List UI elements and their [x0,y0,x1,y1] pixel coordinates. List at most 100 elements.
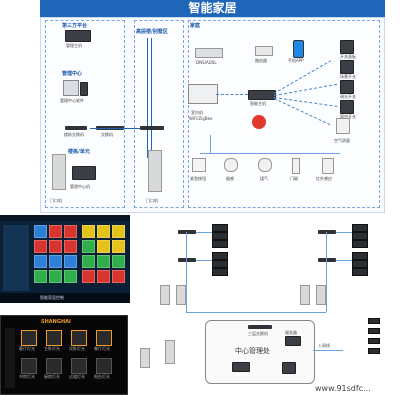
phone-sidebar [5,328,15,388]
tile-5[interactable] [97,225,110,238]
legend-icon-3 [368,338,380,344]
indoor-monitor-device [188,84,218,104]
door-station-device [52,154,66,190]
tile-15[interactable] [64,255,77,268]
legend-icon-4 [368,348,380,354]
net-switch-2 [178,258,196,262]
infrared-sensor-device [322,158,334,174]
center-pc [282,362,296,374]
tile-2[interactable] [49,225,62,238]
panel-label-1: 开关面板 [340,54,356,59]
tile-19[interactable] [34,270,47,283]
air-sensor-device [336,118,350,134]
net-switch-1 [178,230,196,234]
tile-16[interactable] [82,255,95,268]
legend-icon-2 [368,328,380,334]
tile-4[interactable] [82,225,95,238]
light-btn-4[interactable] [96,330,112,346]
light-btn-1[interactable] [21,330,37,346]
net-link-2 [196,260,224,261]
center-core-switch [248,325,272,329]
access-switch-label: 楼栋交换机 [64,132,84,137]
tile-17[interactable] [97,255,110,268]
net-vert-line-1 [186,232,187,312]
rack-2d [352,252,368,260]
tile-10[interactable] [82,240,95,253]
center-core-switch-label: 三层交换机 [248,331,268,336]
brand-label: SHANGHAI [41,319,71,325]
router-label: 路由器 [255,58,267,63]
tile-18[interactable] [112,255,125,268]
tile-13[interactable] [34,255,47,268]
diagram-title: 智能家居 [40,0,385,17]
management-software-label: 管理中心软件 [60,98,84,103]
tablet-status-bar [0,215,130,221]
mobile-app-label: 手机APP [288,58,304,63]
net-switch-4 [318,258,336,262]
core-switch-label: 交换机 [101,132,113,137]
panel-label-2: 场景开关 [340,74,356,79]
light-btn-8[interactable] [96,358,112,374]
net-switch-3 [318,230,336,234]
net-door-station-1 [160,285,170,305]
phone-device [293,40,304,58]
tile-6[interactable] [112,225,125,238]
pc-monitor [63,80,79,96]
third-party-label: 第三方平台 [62,23,88,29]
panel-switch-1 [340,40,354,54]
gas-sensor-device [258,158,272,172]
tile-22[interactable] [82,270,95,283]
net-door-station-2 [176,285,186,305]
tablet-app-screenshot: 智能家居控制 [0,215,130,303]
light-label-7: 过道灯光 [69,374,85,379]
manager-host-device [65,30,91,42]
smart-gateway-label: 智能主机 [250,101,266,106]
tile-23[interactable] [97,270,110,283]
tile-12[interactable] [112,240,125,253]
light-btn-6[interactable] [46,358,62,374]
tile-7[interactable] [34,240,47,253]
rack-1a [212,224,228,232]
room-label: 家庭 [190,23,201,29]
tile-11[interactable] [97,240,110,253]
tile-3[interactable] [64,225,77,238]
community-label: 楼栋/单元 [68,149,90,155]
floor-door-station [148,150,162,192]
sensor-bus-drop [210,135,211,153]
light-label-4: 餐厅灯光 [94,346,110,351]
light-btn-2[interactable] [46,330,62,346]
access-switch-device [65,126,87,130]
sensor-label-3: 煤气 [260,176,268,181]
smart-gateway-device [248,90,276,100]
rack-1f [212,268,228,276]
emergency-button-device [192,158,206,172]
server-device [285,336,301,346]
tile-8[interactable] [49,240,62,253]
tile-1[interactable] [34,225,47,238]
tile-20[interactable] [49,270,62,283]
light-btn-7[interactable] [71,358,87,374]
center-box [205,320,315,384]
panel-switch-3 [340,80,354,94]
light-label-8: 阳台灯光 [94,374,110,379]
panel-switch-4 [340,100,354,114]
sensor-label-2: 烟感 [226,176,234,181]
tile-24[interactable] [112,270,125,283]
tile-14[interactable] [49,255,62,268]
tile-9[interactable] [64,240,77,253]
net-gate-device-2 [165,340,175,364]
net-trunk-line [186,312,326,313]
pc-tower [80,82,88,96]
sensor-label-5: 红外感应 [316,176,332,181]
light-btn-3[interactable] [71,330,87,346]
gateway-link [216,94,248,95]
rack-2f [352,268,368,276]
mgmt-machine-label: 管理中心机 [70,184,90,189]
manager-host-label: 管理主机 [66,43,82,48]
air-label: 空气质量 [334,138,350,143]
dns-box-label: DNS/ADSL [196,60,217,65]
rack-2a [352,224,368,232]
tile-21[interactable] [64,270,77,283]
light-label-5: 书房灯光 [19,374,35,379]
light-btn-5[interactable] [21,358,37,374]
